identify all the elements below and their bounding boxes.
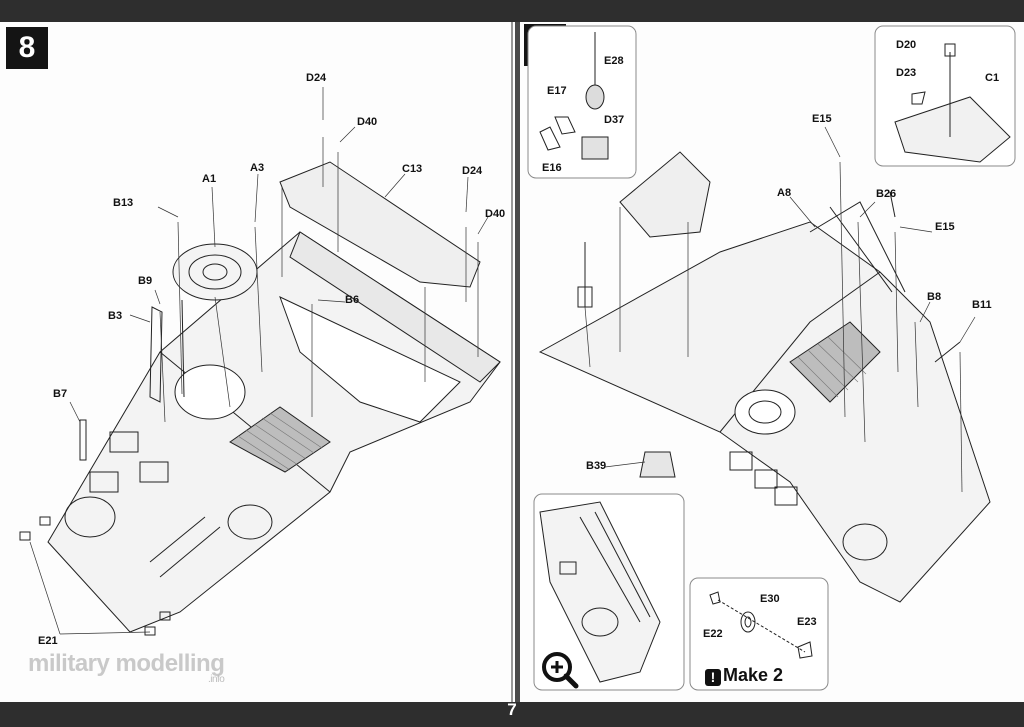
label-b26: B26: [876, 188, 897, 200]
step-8-hull-drawing: [19, 22, 513, 702]
label-b3: B3: [108, 310, 123, 322]
watermark-sub: .info: [207, 674, 225, 685]
label-e23: E23: [797, 616, 817, 628]
label-c13: C13: [402, 163, 423, 175]
label-d40-a: D40: [357, 116, 378, 128]
label-b13: B13: [113, 197, 134, 209]
page-number: 7: [507, 700, 517, 719]
make-2-text: Make 2: [723, 665, 784, 685]
label-e21: E21: [38, 635, 58, 647]
label-e16: E16: [542, 162, 562, 174]
label-b6: B6: [345, 294, 360, 306]
label-e22: E22: [703, 628, 723, 640]
bottom-band: [0, 702, 1024, 727]
make-2-note: !Make 2: [705, 665, 783, 686]
label-b8: B8: [927, 291, 942, 303]
label-d24-b: D24: [462, 165, 483, 177]
label-a8: A8: [777, 187, 792, 199]
label-d24-a: D24: [306, 72, 327, 84]
left-page-step-8: 8: [0, 22, 515, 702]
label-b7: B7: [53, 388, 68, 400]
label-d40-b: D40: [485, 208, 506, 220]
right-page-step-9: 9: [520, 22, 1024, 702]
label-b11: B11: [972, 299, 992, 311]
watermark-main: military modelling: [28, 650, 225, 677]
label-d23: D23: [896, 67, 917, 79]
top-band: [0, 0, 1024, 22]
label-a1: A1: [202, 173, 217, 185]
label-b9: B9: [138, 275, 153, 287]
label-e30: E30: [760, 593, 780, 605]
label-e28: E28: [604, 55, 624, 67]
zoom-in-magnifier-icon: [542, 652, 579, 689]
label-d20: D20: [896, 39, 917, 51]
step-9-hull-drawing: [527, 25, 1016, 691]
watermark: military modelling .info: [28, 650, 225, 685]
label-a3: A3: [250, 162, 265, 174]
step-number-8: 8: [6, 27, 48, 69]
label-e15-a: E15: [812, 113, 832, 125]
label-e15-b: E15: [935, 221, 955, 233]
label-c1: C1: [985, 72, 1000, 84]
label-e17: E17: [547, 85, 567, 97]
label-d37: D37: [604, 114, 625, 126]
label-b39: B39: [586, 460, 607, 472]
exclamation-icon: !: [705, 669, 721, 686]
